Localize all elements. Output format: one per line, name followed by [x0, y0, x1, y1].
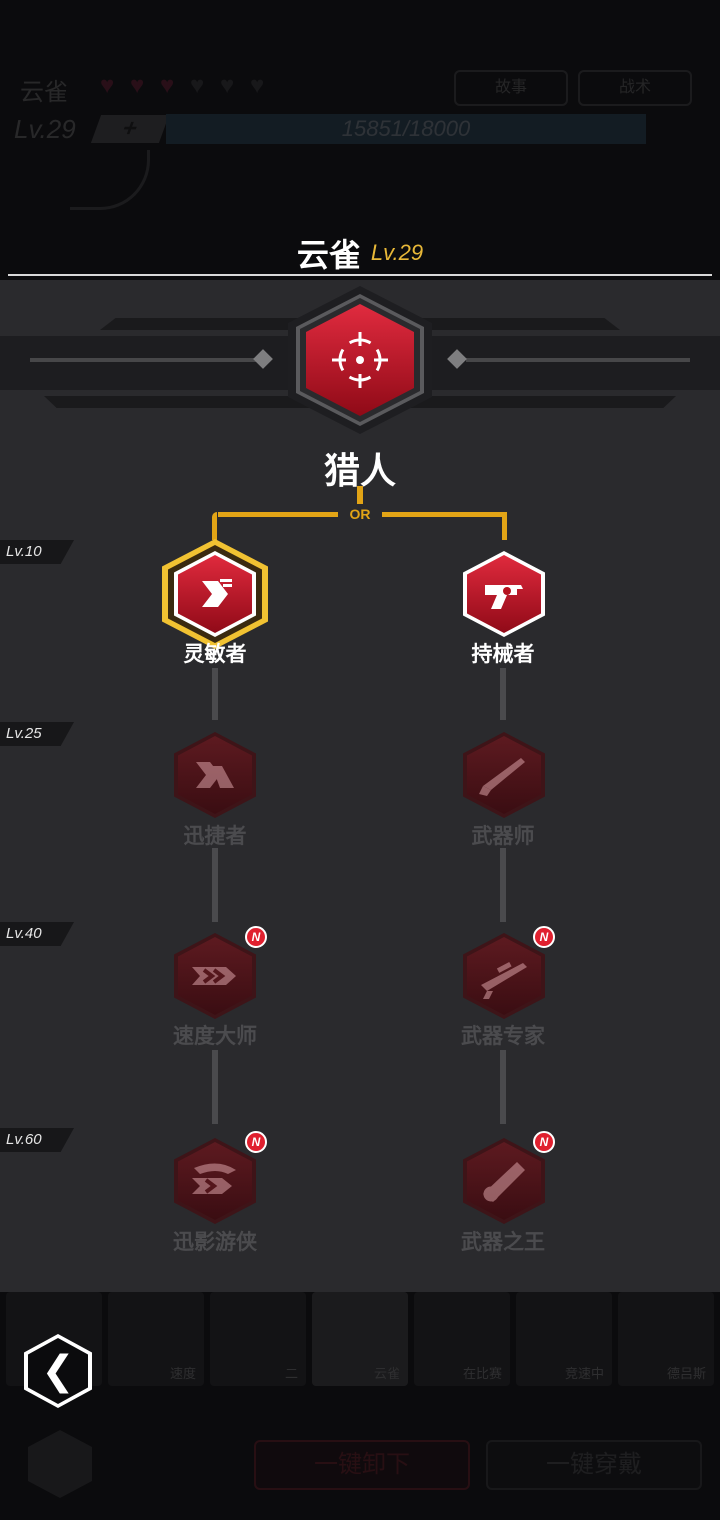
portrait-label: 速度 [169, 1366, 196, 1381]
rifle-icon [481, 961, 527, 999]
path-line [212, 668, 218, 720]
level-tag: Lv.25 [0, 722, 74, 746]
connector-line [382, 512, 502, 517]
bg-back-button [28, 1430, 92, 1498]
portrait-card: 德吕斯 [618, 1292, 714, 1386]
heart-icon: ♥ [160, 72, 175, 99]
speed-chevron-icon [192, 967, 236, 985]
character-level: Lv.29 [370, 240, 424, 265]
skill-node-shadow-ranger[interactable] [174, 1138, 256, 1224]
connector-line [218, 512, 338, 517]
portrait-card: 竞速中 [516, 1292, 612, 1386]
bg-portrait-strip: 速度 二 云雀 在比赛 竞速中 德吕斯 [0, 1292, 720, 1392]
path-line [212, 848, 218, 922]
heart-empty-icon: ♥ [250, 72, 265, 99]
portrait-label: 云雀 [373, 1366, 400, 1381]
skill-label: 持械者 [471, 643, 535, 666]
heart-icon: ♥ [100, 72, 115, 99]
portrait-card: 速度 [108, 1292, 204, 1386]
divider-line [466, 358, 690, 362]
portrait-card: 在比赛 [414, 1292, 510, 1386]
connector-line [502, 512, 507, 540]
title-divider [8, 274, 712, 276]
double-dash-icon [196, 762, 234, 788]
portrait-card: 二 [210, 1292, 306, 1386]
skill-label: 灵敏者 [183, 643, 247, 666]
page-title: 云雀 Lv.29 [0, 230, 720, 278]
skill-label: 迅影游侠 [173, 1231, 257, 1254]
bg-equip-all-button: 一键穿戴 [486, 1440, 702, 1490]
revolver-icon [485, 585, 523, 609]
path-line [500, 1050, 506, 1124]
portrait-label: 竞速中 [564, 1366, 604, 1381]
bg-story-button: 故事 [454, 70, 568, 106]
heart-empty-icon: ♥ [190, 72, 205, 99]
skill-node-weapon-expert[interactable] [463, 933, 545, 1019]
skill-node-agile[interactable] [162, 539, 268, 649]
skill-node-swift[interactable] [174, 732, 256, 818]
path-line [500, 848, 506, 922]
connector-line [357, 486, 363, 504]
level-tag: Lv.10 [0, 540, 74, 564]
divider-line [30, 358, 256, 362]
bg-tactics-button: 战术 [578, 70, 692, 106]
new-badge: N [533, 1131, 555, 1153]
portrait-label: 德吕斯 [666, 1366, 706, 1381]
bg-level: Lv.29 [14, 114, 76, 144]
skill-node-gunslinger[interactable] [463, 551, 545, 637]
skill-node-speed-master[interactable] [174, 933, 256, 1019]
new-badge: N [245, 926, 267, 948]
shotgun-icon [479, 758, 525, 796]
chevron-left-icon[interactable]: ❮ [28, 1338, 88, 1404]
crosshair-icon [332, 332, 388, 388]
bg-decoration [70, 150, 150, 210]
path-line [500, 668, 506, 720]
main-class-name: 猎人 [323, 450, 396, 491]
bg-character-name: 云雀 [20, 79, 68, 106]
or-label: OR [349, 506, 371, 522]
character-name: 云雀 [296, 237, 361, 273]
swirl-chevron-icon [192, 1163, 236, 1194]
dash-arrow-icon [202, 579, 232, 607]
cannon-icon [483, 1162, 525, 1202]
connector-line [212, 512, 217, 540]
skill-label: 速度大师 [173, 1025, 257, 1048]
bg-affection-hearts: ♥ ♥ ♥ ♥ ♥ ♥ [100, 74, 276, 98]
new-badge: N [533, 926, 555, 948]
skill-label: 武器师 [471, 825, 535, 848]
skill-node-weaponsmith[interactable] [463, 732, 545, 818]
portrait-card-selected: 云雀 [312, 1292, 408, 1386]
bg-plus-button: + [90, 115, 170, 143]
heart-icon: ♥ [130, 72, 145, 99]
bg-exp-bar: 15851/18000 [166, 114, 646, 144]
level-tag: Lv.60 [0, 1128, 74, 1152]
skill-label: 武器专家 [461, 1025, 545, 1048]
level-tag: Lv.40 [0, 922, 74, 946]
path-line [212, 1050, 218, 1124]
heart-empty-icon: ♥ [220, 72, 235, 99]
skill-label: 迅捷者 [183, 825, 247, 848]
skill-label: 武器之王 [461, 1231, 545, 1254]
new-badge: N [245, 1131, 267, 1153]
skill-node-weapon-king[interactable] [463, 1138, 545, 1224]
portrait-label: 二 [284, 1366, 298, 1381]
node-fill [467, 937, 541, 1015]
portrait-label: 在比赛 [462, 1366, 502, 1381]
bg-unequip-all-button: 一键卸下 [254, 1440, 470, 1490]
